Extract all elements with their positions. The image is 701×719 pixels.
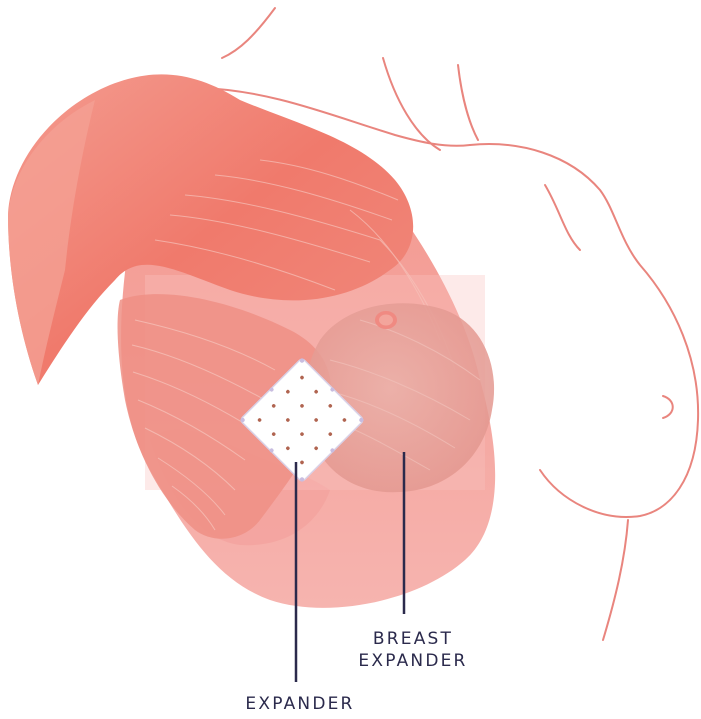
arm-line-upper bbox=[383, 58, 440, 150]
breast-expander-label: BREAST EXPANDER bbox=[348, 628, 478, 672]
torso-line bbox=[603, 520, 628, 640]
neck-curve bbox=[222, 8, 275, 58]
chest-contour bbox=[470, 144, 698, 517]
nipple-curve bbox=[663, 396, 673, 418]
expander-label: EXPANDER bbox=[225, 693, 375, 715]
inner-arm bbox=[458, 65, 478, 140]
breast-expander-label-line2: EXPANDER bbox=[348, 650, 478, 672]
armpit-curve bbox=[545, 185, 580, 250]
breast-expander-label-line1: BREAST bbox=[348, 628, 478, 650]
